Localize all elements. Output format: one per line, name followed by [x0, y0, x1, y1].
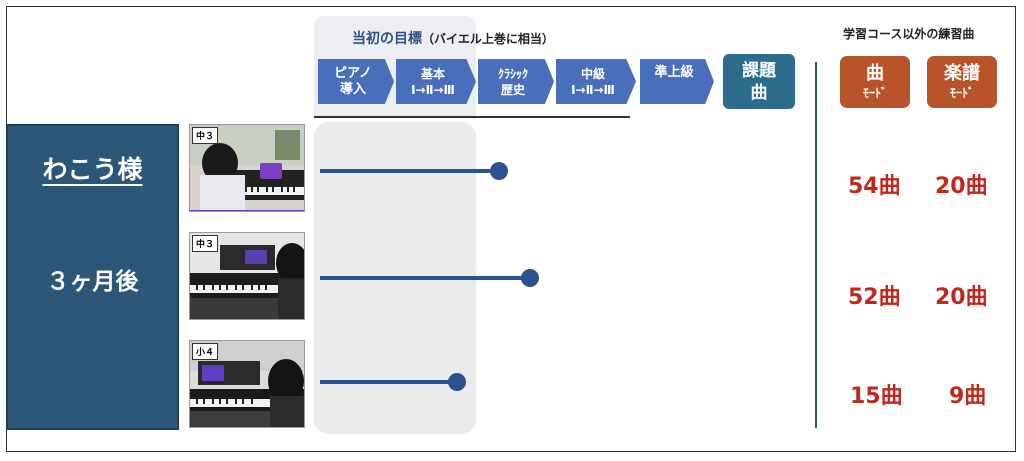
- step-label-1: ピアノ: [334, 65, 372, 81]
- practice-title: 学習コース以外の練習曲: [843, 27, 975, 41]
- step-basic: 基本 Ⅰ→Ⅱ→Ⅲ: [396, 59, 476, 104]
- student-name: わこう様: [42, 155, 143, 184]
- step-pre-advanced: 準上級: [640, 59, 714, 104]
- step-piano-intro: ピアノ 導入: [318, 59, 394, 104]
- score-mode-count-row-2: 20曲: [935, 285, 988, 310]
- progress-dot-row-3: [447, 373, 466, 391]
- step-label-1: 中級: [580, 66, 605, 81]
- progress-bar-row-1: [320, 169, 499, 173]
- assignment-label-2: 曲: [750, 82, 768, 103]
- song-mode-count-row-2: 52曲: [848, 285, 901, 310]
- assignment-label-1: 課題: [742, 60, 776, 81]
- step-label-1: 基本: [420, 66, 445, 81]
- progress-dot-row-2: [521, 269, 539, 287]
- progress-dot-row-1: [489, 162, 508, 180]
- song-mode-count-row-3: 15曲: [850, 384, 903, 409]
- mode-label-1: 楽譜: [944, 63, 980, 84]
- grade-label: 中３: [192, 127, 219, 144]
- step-label-2: 導入: [339, 81, 366, 97]
- step-label-2: Ⅰ→Ⅱ→Ⅲ: [411, 82, 455, 97]
- assignment-song-box: 課題 曲: [723, 54, 795, 109]
- step-label-2: 歴史: [500, 82, 525, 97]
- goal-title-text: 当初の目標: [352, 31, 422, 47]
- step-label-1: 準上級: [654, 65, 694, 80]
- progress-bar-row-2: [320, 276, 530, 280]
- step-intermediate: 中級 Ⅰ→Ⅱ→Ⅲ: [556, 59, 636, 104]
- steps-underline: [314, 116, 630, 118]
- step-classic-history: ｸﾗｼｯｸ 歴史: [478, 59, 554, 104]
- grade-label: 小４: [192, 343, 219, 360]
- mode-label-2: ﾓｰﾄﾞ: [862, 86, 887, 100]
- divider-line: [815, 62, 817, 428]
- score-mode-badge: 楽譜 ﾓｰﾄﾞ: [927, 56, 997, 108]
- song-mode-badge: 曲 ﾓｰﾄﾞ: [840, 56, 910, 108]
- song-mode-count-row-1: 54曲: [848, 174, 901, 199]
- progress-bar-row-3: [320, 380, 457, 384]
- goal-note: （バイエル上巻に相当）: [422, 32, 554, 46]
- child-playing-digital-piano-photo: [190, 233, 304, 319]
- student-photo-1: 中３: [189, 124, 305, 212]
- grade-label: 中３: [192, 235, 219, 252]
- student-panel: わこう様 ３ヶ月後: [6, 124, 179, 430]
- mode-label-1: 曲: [866, 63, 884, 84]
- student-photo-3: 小４: [189, 340, 305, 428]
- elapsed-period: ３ヶ月後: [46, 269, 139, 295]
- goal-title: 当初の目標（バイエル上巻に相当）: [352, 28, 554, 48]
- step-label-2: Ⅰ→Ⅱ→Ⅲ: [571, 82, 615, 97]
- score-mode-count-row-3: 9曲: [949, 384, 987, 409]
- step-label-1: ｸﾗｼｯｸ: [497, 66, 528, 81]
- score-mode-count-row-1: 20曲: [935, 174, 988, 199]
- student-photo-2: 中３: [189, 232, 305, 320]
- mode-label-2: ﾓｰﾄﾞ: [949, 86, 974, 100]
